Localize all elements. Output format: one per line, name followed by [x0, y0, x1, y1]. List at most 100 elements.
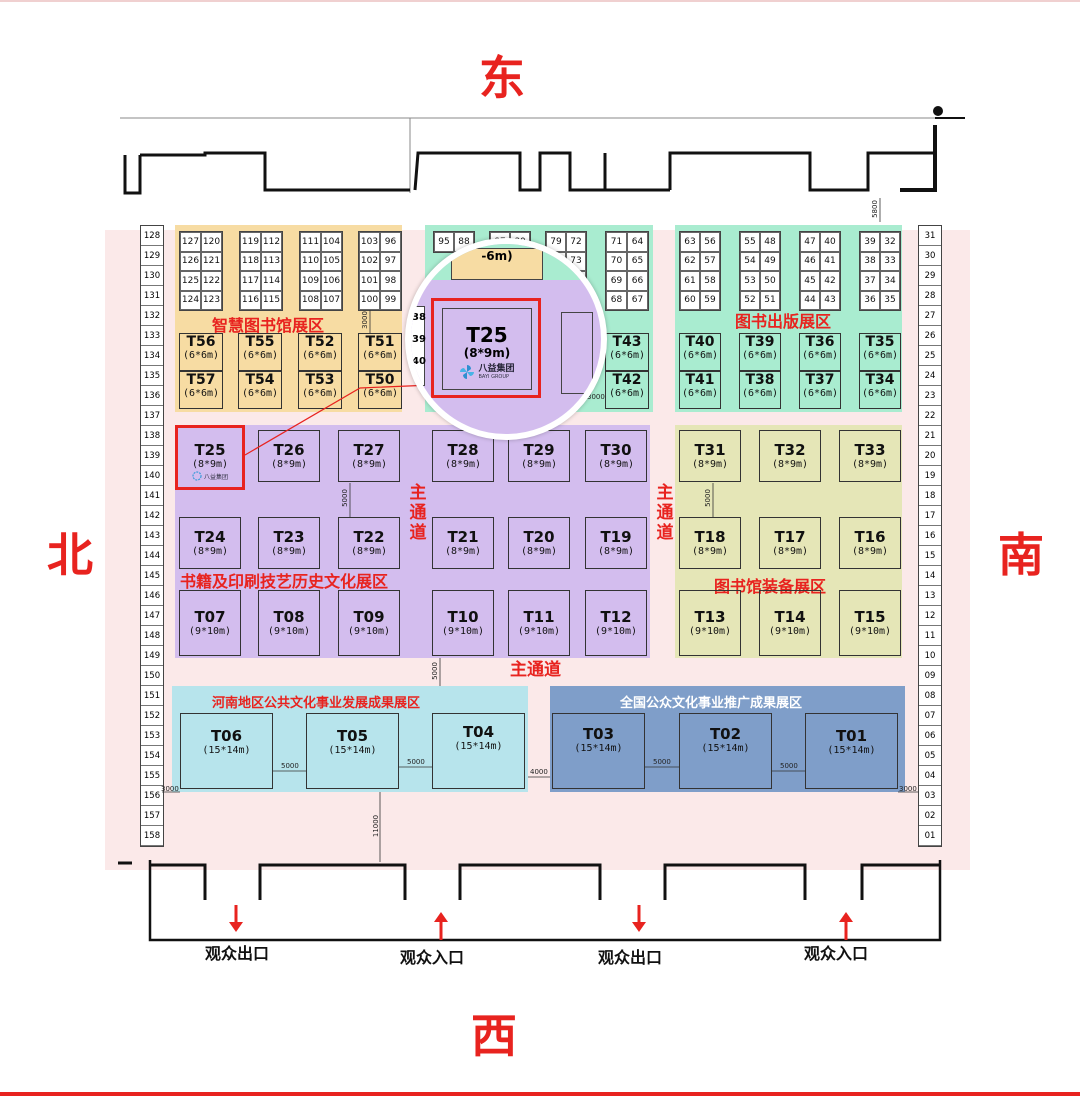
visitor-entrance-2[interactable]: 观众入口: [804, 944, 869, 963]
dimension-label: 5000: [407, 758, 425, 766]
zone-label-books-printing: 书籍及印刷技艺历史文化展区: [180, 572, 389, 591]
booth-t54[interactable]: T54(6*6m): [238, 371, 282, 409]
booth-t41[interactable]: T41(6*6m): [679, 371, 721, 409]
booth-t11[interactable]: T11(9*10m): [508, 590, 570, 656]
booth-t56[interactable]: T56(6*6m): [179, 333, 223, 371]
booth-t21[interactable]: T21(8*9m): [432, 517, 494, 569]
booth-t08[interactable]: T08(9*10m): [258, 590, 320, 656]
booth-t25-highlighted[interactable]: T25(8*9m) 八益集团: [175, 425, 245, 490]
booth-t04[interactable]: T04(15*14m): [432, 713, 525, 789]
pinwheel-icon: [192, 471, 202, 481]
booth-t36[interactable]: T36(6*6m): [799, 333, 841, 371]
booth-t22[interactable]: T22(8*9m): [338, 517, 400, 569]
zone-label-henan-culture: 河南地区公共文化事业发展成果展区: [212, 696, 421, 711]
booth-t51[interactable]: T51(6*6m): [358, 333, 402, 371]
booth-t19[interactable]: T19(8*9m): [585, 517, 647, 569]
bayi-logo: 八益集团: [178, 471, 242, 481]
magnified-edge-column: 38 39 40: [411, 306, 426, 386]
booth-t40[interactable]: T40(6*6m): [679, 333, 721, 371]
zone-books-printing: [175, 425, 650, 658]
aisle-label-left: 主通道: [409, 483, 427, 543]
booth-t32[interactable]: T32(8*9m): [759, 430, 821, 482]
zone-national-culture: [550, 686, 905, 792]
booth-t14[interactable]: T14(9*10m): [759, 590, 821, 656]
magnified-t25-highlight[interactable]: T25 (8*9m) 八益集团 BAYI GROUP: [431, 298, 541, 398]
booth-t50[interactable]: T50(6*6m): [358, 371, 402, 409]
booth-t01[interactable]: T01(15*14m): [805, 713, 898, 789]
magnified-t25-id: T25: [466, 323, 508, 347]
pinwheel-icon: [460, 365, 475, 379]
direction-north: 北: [47, 528, 93, 582]
booth-t37[interactable]: T37(6*6m): [799, 371, 841, 409]
booth-t23[interactable]: T23(8*9m): [258, 517, 320, 569]
dimension-label: 4000: [530, 768, 548, 776]
zone-label-publishing: 图书出版展区: [735, 312, 832, 331]
dimension-label: 5000: [780, 762, 798, 770]
zone-label-national-culture: 全国公众文化事业推广成果展区: [620, 696, 803, 711]
booth-t09[interactable]: T09(9*10m): [338, 590, 400, 656]
booth-t18[interactable]: T18(8*9m): [679, 517, 741, 569]
booth-t27[interactable]: T27(8*9m): [338, 430, 400, 482]
booth-t55[interactable]: T55(6*6m): [238, 333, 282, 371]
zone-henan-culture: [172, 686, 528, 792]
booth-t39[interactable]: T39(6*6m): [739, 333, 781, 371]
direction-east: 东: [479, 51, 525, 105]
bottom-wall: [118, 860, 942, 942]
booth-t34[interactable]: T34(6*6m): [859, 371, 901, 409]
dimension-label: 3000: [161, 785, 179, 793]
dimension-label: 5000: [653, 758, 671, 766]
booth-t33[interactable]: T33(8*9m): [839, 430, 901, 482]
zone-library-equipment: [675, 425, 902, 658]
booth-t15[interactable]: T15(9*10m): [839, 590, 901, 656]
booth-t20[interactable]: T20(8*9m): [508, 517, 570, 569]
booth-t26[interactable]: T26(8*9m): [258, 430, 320, 482]
booth-t17[interactable]: T17(8*9m): [759, 517, 821, 569]
dimension-label: 5000: [281, 762, 299, 770]
booth-t13[interactable]: T13(9*10m): [679, 590, 741, 656]
booth-t38[interactable]: T38(6*6m): [739, 371, 781, 409]
visitor-entrance-1[interactable]: 观众入口: [400, 948, 465, 967]
booth-t43[interactable]: T43(6*6m): [605, 333, 649, 371]
bottom-accent-bar: [0, 1092, 1080, 1096]
visitor-exit-2[interactable]: 观众出口: [598, 948, 663, 967]
booth-t12[interactable]: T12(9*10m): [585, 590, 647, 656]
direction-south: 南: [998, 528, 1044, 582]
booth-t24[interactable]: T24(8*9m): [179, 517, 241, 569]
booth-t42[interactable]: T42(6*6m): [605, 371, 649, 409]
top-wall: [120, 106, 965, 195]
booth-t29[interactable]: T29(8*9m): [508, 430, 570, 482]
booth-t52[interactable]: T52(6*6m): [298, 333, 342, 371]
aisle-label-main: 主通道: [510, 660, 561, 680]
booth-t05[interactable]: T05(15*14m): [306, 713, 399, 789]
zone-label-smart-library: 智慧图书馆展区: [212, 316, 325, 335]
aisle-label-right: 主通道: [656, 483, 674, 543]
booth-t53[interactable]: T53(6*6m): [298, 371, 342, 409]
booth-t16[interactable]: T16(8*9m): [839, 517, 901, 569]
magnified-partial-booth: -6m): [451, 248, 543, 280]
booth-t30[interactable]: T30(8*9m): [585, 430, 647, 482]
booth-t02[interactable]: T02(15*14m): [679, 713, 772, 789]
booth-t31[interactable]: T31(8*9m): [679, 430, 741, 482]
booth-t35[interactable]: T35(6*6m): [859, 333, 901, 371]
booth-t07[interactable]: T07(9*10m): [179, 590, 241, 656]
direction-west: 西: [471, 1009, 517, 1063]
booth-t10[interactable]: T10(9*10m): [432, 590, 494, 656]
booth-t03[interactable]: T03(15*14m): [552, 713, 645, 789]
booth-t06[interactable]: T06(15*14m): [180, 713, 273, 789]
top-accent-bar: [0, 0, 1080, 2]
dimension-label: 3000: [587, 393, 605, 401]
magnified-bayi-logo: 八益集团 BAYI GROUP: [443, 364, 531, 380]
magnified-adjacent-booth: [561, 312, 593, 394]
magnified-callout: -6m) 38 39 40 T25 (8*9m) 八益集团 BAYI GROUP: [405, 238, 607, 440]
booth-t57[interactable]: T57(6*6m): [179, 371, 223, 409]
visitor-exit-1[interactable]: 观众出口: [205, 944, 270, 963]
